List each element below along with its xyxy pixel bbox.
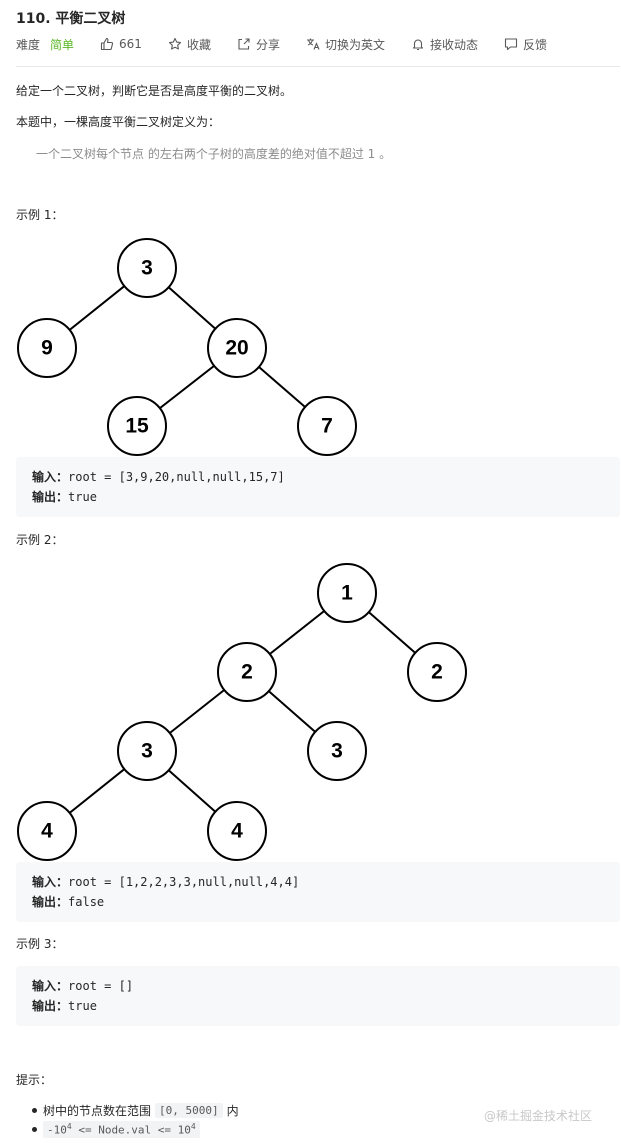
description-line-2: 本题中，一棵高度平衡二叉树定义为： [16,115,221,129]
tree-node: 2 [407,642,467,702]
example-3-label: 示例 3： [16,937,64,951]
example-2-tree-diagram: 1 2 2 3 3 4 4 [17,563,467,861]
hint-text: 树中的节点数在范围 [43,1104,152,1118]
input-value: root = [3,9,20,null,null,15,7] [68,470,285,484]
example-2-input: 输入：root = [1,2,2,3,3,null,null,4,4] [32,873,299,890]
output-value: true [68,490,97,504]
example-1-code-block: 输入：root = [3,9,20,null,null,15,7] 输出：tru… [16,457,620,517]
tree-node: 4 [17,801,77,861]
tree-node: 4 [207,801,267,861]
problem-title: 110. 平衡二叉树 [16,11,126,27]
input-value: root = [1,2,2,3,3,null,null,4,4] [68,875,300,889]
feedback-label: 反馈 [523,37,548,52]
share-icon [238,38,250,50]
difficulty-label: 难度 [16,37,41,52]
tree-node: 3 [307,721,367,781]
switch-language-button[interactable]: 切换为英文 [306,36,385,53]
tree-node-value: 3 [141,740,153,763]
example-2-output: 输出：false [32,893,104,910]
input-key: 输入： [32,979,69,993]
bullet-dot [32,1108,37,1113]
tree-node-value: 2 [431,661,443,684]
tree-node-value: 2 [241,661,253,684]
example-1-label: 示例 1： [16,208,64,222]
tree-node: 9 [17,318,77,378]
hint-text: 内 [226,1104,239,1118]
difficulty-badge: 简单 [50,37,75,52]
translate-icon [306,38,320,50]
tree-node-value: 9 [41,337,53,360]
input-key: 输入： [32,470,69,484]
hints-title: 提示： [16,1073,53,1087]
favorite-label: 收藏 [186,37,211,52]
example-1-tree-diagram: 3 9 20 15 7 [17,238,357,456]
output-value: true [68,999,97,1013]
example-3-input: 输入：root = [] [32,977,133,994]
switch-language-label: 切换为英文 [324,37,385,52]
tree-node: 15 [107,396,167,456]
problem-meta-bar: 难度 简单 661 收藏 分享 切换为英文 接收动态 反馈 [16,35,573,53]
thumbs-up-icon [100,37,114,51]
feedback-button[interactable]: 反馈 [504,36,547,53]
feedback-icon [504,38,518,51]
watermark: @稀土掘金技术社区 [484,1109,593,1123]
example-1-input: 输入：root = [3,9,20,null,null,15,7] [32,468,285,485]
inline-code: [0, 5000] [155,1103,223,1118]
tree-node-value: 3 [331,740,343,763]
bell-icon [412,39,424,51]
inline-code: -104 <= Node.val <= 104 [43,1121,200,1138]
share-button[interactable]: 分享 [237,36,280,53]
output-key: 输出： [32,895,69,909]
example-2-code-block: 输入：root = [1,2,2,3,3,null,null,4,4] 输出：f… [16,862,620,922]
example-2-label: 示例 2： [16,533,64,547]
tree-node: 3 [117,721,177,781]
tree-node-value: 1 [341,582,353,605]
like-button[interactable]: 661 [100,37,142,51]
star-icon [168,37,181,50]
hint-item: -104 <= Node.val <= 104 [32,1121,204,1138]
tree-node: 1 [317,563,377,623]
input-key: 输入： [32,875,69,889]
description-line-1: 给定一个二叉树，判断它是否是高度平衡的二叉树。 [16,84,293,98]
tree-node-value: 15 [125,415,149,438]
subscribe-label: 接收动态 [429,37,478,52]
example-3-code-block: 输入：root = [] 输出：true [16,966,620,1026]
tree-node-value: 3 [141,257,153,280]
like-count: 661 [119,37,142,51]
tree-node: 2 [217,642,277,702]
definition-quote: 一个二叉树每个节点 的左右两个子树的高度差的绝对值不超过 1 。 [36,147,392,161]
input-value: root = [] [68,979,134,993]
header-divider [16,66,620,67]
share-label: 分享 [255,37,280,52]
tree-node: 20 [207,318,267,378]
hint-item: 树中的节点数在范围 [0, 5000] 内 [32,1102,239,1119]
tree-node-value: 4 [231,820,243,843]
output-key: 输出： [32,490,69,504]
output-value: false [68,895,105,909]
output-key: 输出： [32,999,69,1013]
example-1-output: 输出：true [32,488,97,505]
tree-node-value: 7 [321,415,333,438]
favorite-button[interactable]: 收藏 [168,36,211,53]
subscribe-button[interactable]: 接收动态 [411,36,478,53]
tree-node-value: 20 [225,337,248,360]
tree-node: 7 [297,396,357,456]
tree-node-value: 4 [41,820,53,843]
tree-node: 3 [117,238,177,298]
bullet-dot [32,1126,37,1132]
example-3-output: 输出：true [32,997,97,1014]
